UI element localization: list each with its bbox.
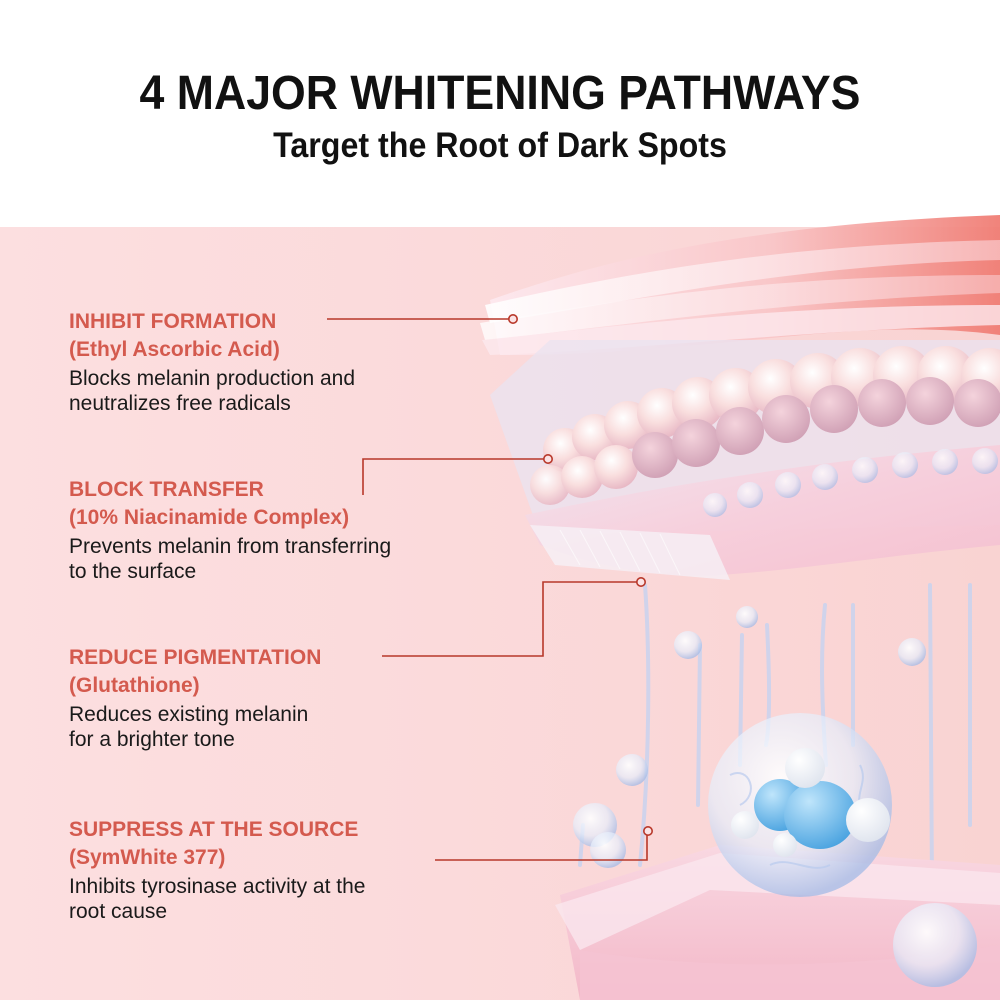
pathway-description: Prevents melanin from transferring to th… [69, 534, 391, 584]
pathway-ingredient: (SymWhite 377) [69, 846, 226, 869]
pathway-heading: SUPPRESS AT THE SOURCE [69, 818, 359, 841]
pathway-description-line: neutralizes free radicals [69, 392, 291, 415]
pathway-description: Inhibits tyrosinase activity at the root… [69, 874, 365, 924]
pathway-ingredient: (Glutathione) [69, 674, 200, 697]
pathway-ingredient: (10% Niacinamide Complex) [69, 506, 350, 529]
skin-layers-molecule-illustration [470, 205, 1000, 1000]
pathway-description-line: Reduces existing melanin [69, 703, 309, 726]
pathway-description-line: for a brighter tone [69, 728, 235, 751]
header: 4 MAJOR WHITENING PATHWAYS Target the Ro… [0, 0, 1000, 227]
pathway-heading: INHIBIT FORMATION [69, 310, 277, 333]
pathway-suppress-at-source: SUPPRESS AT THE SOURCE (SymWhite 377) In… [69, 816, 365, 924]
pathway-description: Blocks melanin production and neutralize… [69, 366, 355, 416]
pathway-description-line: to the surface [69, 560, 197, 583]
pathway-heading: BLOCK TRANSFER [69, 478, 264, 501]
pathway-ingredient: (Ethyl Ascorbic Acid) [69, 338, 280, 361]
pathway-inhibit-formation: INHIBIT FORMATION (Ethyl Ascorbic Acid) … [69, 308, 355, 416]
pathway-reduce-pigmentation: REDUCE PIGMENTATION (Glutathione) Reduce… [69, 644, 321, 752]
pathway-heading: REDUCE PIGMENTATION [69, 646, 322, 669]
pathway-block-transfer: BLOCK TRANSFER (10% Niacinamide Complex)… [69, 476, 391, 584]
pathway-description-line: Blocks melanin production and [69, 367, 356, 390]
page-subtitle: Target the Root of Dark Spots [273, 126, 727, 165]
pathway-description-line: root cause [69, 900, 168, 923]
pathway-description-line: Inhibits tyrosinase activity at the [69, 875, 366, 898]
pathway-description: Reduces existing melanin for a brighter … [69, 702, 321, 752]
page-title: 4 MAJOR WHITENING PATHWAYS [139, 67, 861, 120]
pathway-description-line: Prevents melanin from transferring [69, 535, 392, 558]
